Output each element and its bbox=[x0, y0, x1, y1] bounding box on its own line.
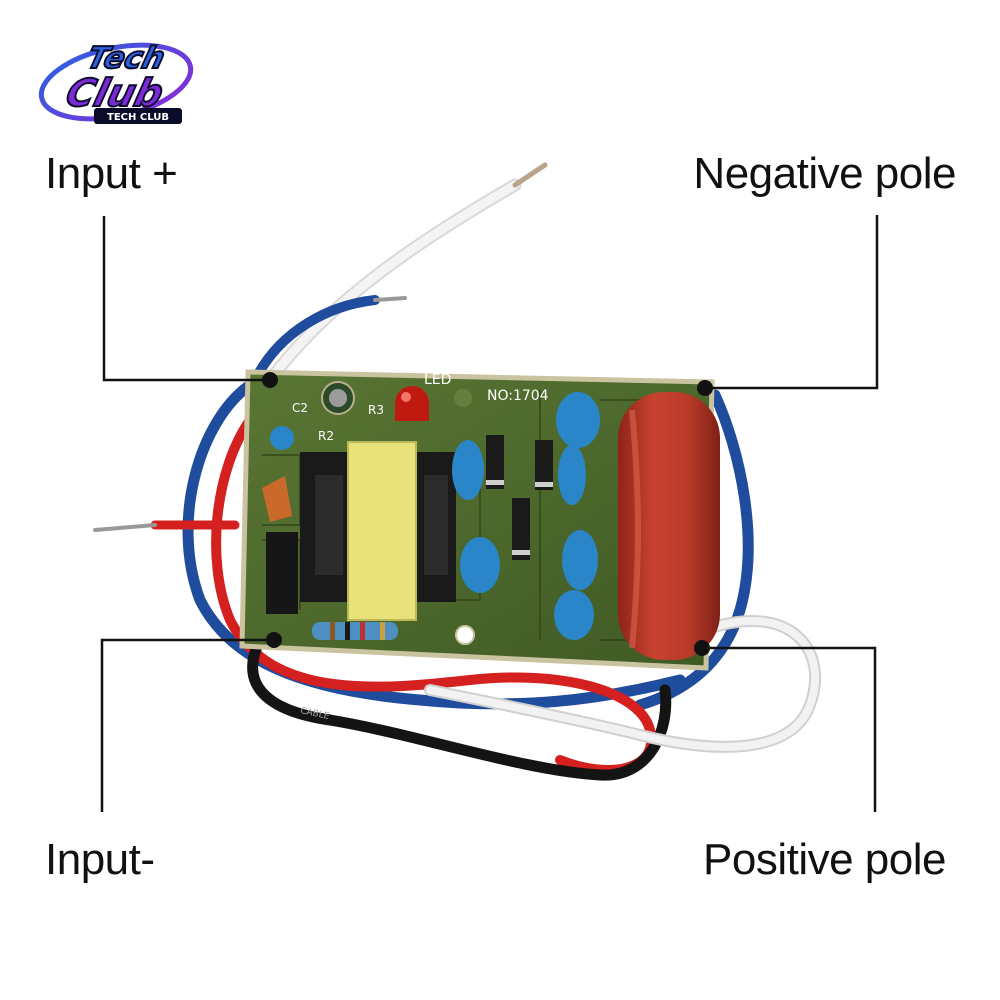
wires bbox=[93, 162, 821, 781]
negative-pole-label: Negative pole bbox=[693, 149, 956, 198]
c2-label: C2 bbox=[292, 401, 308, 415]
r2-label: R2 bbox=[318, 429, 334, 443]
led-label: LED bbox=[424, 372, 451, 388]
callout-input-plus-line bbox=[102, 216, 268, 382]
dot-input-plus bbox=[262, 372, 278, 388]
dot-positive bbox=[694, 640, 710, 656]
callout-negative-line bbox=[706, 215, 879, 390]
callout-dots bbox=[262, 372, 713, 656]
components bbox=[262, 381, 720, 660]
board-model-text: NO:1704 bbox=[487, 388, 549, 404]
r3-label: R3 bbox=[368, 403, 384, 417]
callout-input-minus-line bbox=[100, 638, 272, 812]
silkscreen: NO:1704 LED C2 R2 R3 CABLE bbox=[292, 372, 549, 722]
input-plus-label: Input + bbox=[45, 149, 178, 198]
callouts bbox=[100, 215, 879, 812]
input-minus-label: Input- bbox=[45, 835, 155, 884]
dot-input-minus bbox=[266, 632, 282, 648]
tech-club-logo: Tech Club TECH CLUB bbox=[38, 40, 194, 124]
callout-positive-line bbox=[702, 646, 877, 812]
positive-pole-label: Positive pole bbox=[703, 835, 946, 884]
logo-secondary-text: TECH CLUB bbox=[107, 112, 169, 123]
dot-negative bbox=[697, 380, 713, 396]
svg-text:Tech: Tech bbox=[84, 41, 169, 75]
